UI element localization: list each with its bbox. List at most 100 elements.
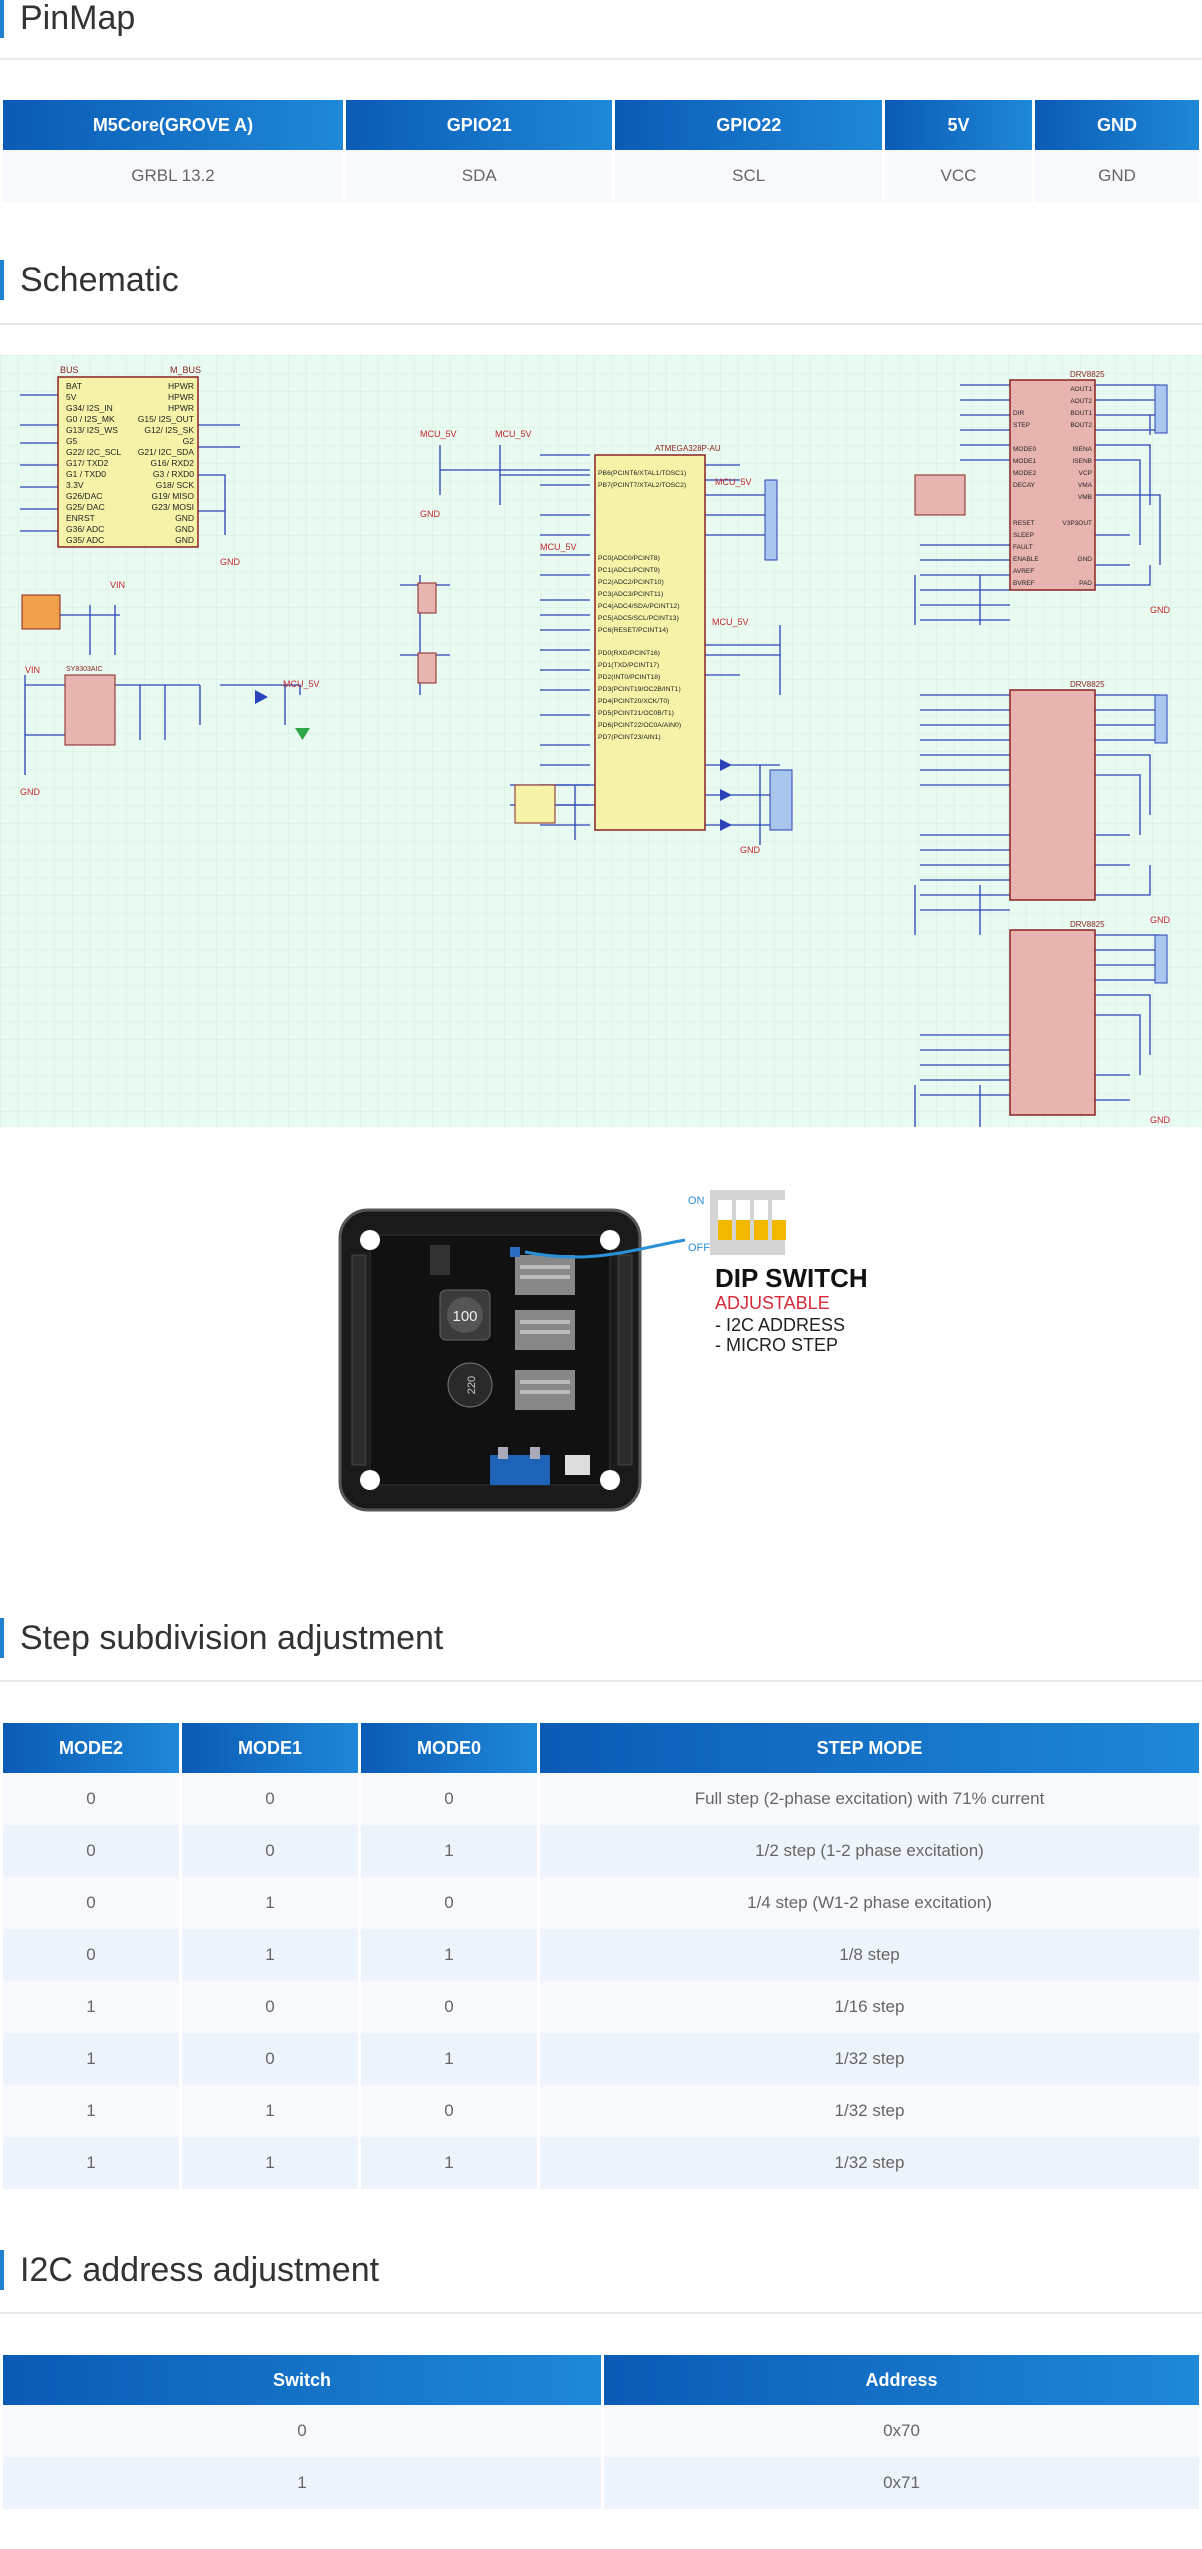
mcu-pin: PC4(ADC4/SDA/PCINT12) (598, 603, 680, 610)
dip-feature-item: - I2C ADDRESS (715, 1315, 846, 1335)
driver-pin-right: ISENA (1072, 446, 1092, 453)
pinmap-header-row: M5Core(GROVE A) GPIO21 GPIO22 5V GND (3, 100, 1199, 150)
driver-chip-label: DRV8825 (1070, 920, 1105, 929)
step-header-cell: MODE1 (182, 1723, 358, 1773)
bus-pin-left: G13/ I2S_WS (66, 425, 118, 435)
mcu-pin: PB7(PCINT7/XTAL2/TOSC2) (598, 482, 686, 489)
driver-pin-right: AOUT2 (1070, 398, 1092, 405)
inductor-label: 100 (452, 1308, 477, 1325)
mcu-pin: PC6(RESET/PCINT14) (598, 627, 668, 634)
table-cell: 1/8 step (540, 1929, 1199, 1981)
table-cell: 1 (182, 2137, 358, 2189)
mcu-chip-label: ATMEGA328P-AU (655, 444, 721, 453)
dip-feature-item: - MICRO STEP (715, 1335, 839, 1355)
mcu-pin: PD7(PCINT23/AIN1) (598, 734, 661, 741)
header-connector (769, 769, 793, 831)
bus-pin-right: G23/ MOSI (151, 502, 194, 512)
mcu-pin: PB6(PCINT6/XTAL1/TOSC1) (598, 470, 686, 477)
mcu-pin: PD1(TXD/PCINT17) (598, 662, 659, 669)
pinmap-header-cell: GPIO22 (615, 100, 882, 150)
table-cell: 1 (3, 2033, 179, 2085)
table-cell: 1 (182, 2085, 358, 2137)
gnd-label: GND (1150, 1115, 1171, 1125)
power-chip (64, 674, 116, 746)
table-cell: 0 (3, 2405, 601, 2457)
table-cell: 0 (3, 1773, 179, 1825)
mbus-label: M_BUS (170, 365, 201, 375)
bus-pin-left: G1 / TXD0 (66, 469, 106, 479)
motor-connector (1154, 934, 1168, 984)
driver-pin-right: BOUT1 (1070, 410, 1092, 417)
bus-pin-left: G0 / I2S_MK (66, 414, 115, 424)
mcu-pin: PC1(ADC1/PCINT9) (598, 567, 660, 574)
table-cell: 1 (182, 1929, 358, 1981)
driver-pin-right: VMA (1078, 482, 1093, 489)
table-cell: 0x71 (604, 2457, 1199, 2509)
dip-switch-symbol (914, 474, 966, 516)
mcu5v-label: MCU_5V (283, 679, 320, 689)
bus-pin-right: G16/ RXD2 (151, 458, 195, 468)
driver-pin-right: BOUT2 (1070, 422, 1092, 429)
diode-icon (720, 819, 732, 831)
driver-pin: SLEEP (1013, 532, 1034, 539)
driver-pin: RESET (1013, 520, 1035, 527)
driver-chip-label: DRV8825 (1070, 680, 1105, 689)
bus-pin-right: G19/ MISO (151, 491, 194, 501)
i2c-header-cell: Address (604, 2355, 1199, 2405)
driver-chip-label: DRV8825 (1070, 370, 1105, 379)
bus-pin-right: GND (175, 524, 194, 534)
transistor (417, 652, 437, 684)
driver-pin: STEP (1013, 422, 1030, 429)
table-row: GRBL 13.2 SDA SCL VCC GND (3, 150, 1199, 202)
schematic-title: Schematic (0, 260, 179, 300)
table-cell: 1/32 step (540, 2137, 1199, 2189)
driver-pin-right: ISENB (1072, 458, 1092, 465)
gnd-label: GND (420, 509, 441, 519)
bus-pin-right: GND (175, 513, 194, 523)
table-cell: 0 (3, 1877, 179, 1929)
mcu5v-label: MCU_5V (712, 617, 749, 627)
transistor (417, 582, 437, 614)
mcu-chip (594, 454, 706, 831)
mcu5v-label: MCU_5V (495, 429, 532, 439)
table-cell: 1 (361, 1825, 537, 1877)
table-cell: 0x70 (604, 2405, 1199, 2457)
bus-pin-left: G25/ DAC (66, 502, 105, 512)
table-cell: 1 (361, 1929, 537, 1981)
mcu-pin: PD0(RXD/PCINT16) (598, 650, 660, 657)
bus-pin-right: HPWR (168, 403, 194, 413)
power-chip-label: SY8303AIC (66, 666, 103, 673)
table-cell: 1/2 step (1-2 phase excitation) (540, 1825, 1199, 1877)
table-cell: 0 (361, 1981, 537, 2033)
gnd-label: GND (1150, 915, 1171, 925)
step-title: Step subdivision adjustment (0, 1618, 443, 1658)
bus-pin-left: G22/ I2C_SCL (66, 447, 122, 457)
io-expander-chip (514, 784, 556, 824)
i2c-title: I2C address adjustment (0, 2250, 379, 2290)
driver-pin-right: V3P3OUT (1062, 520, 1092, 527)
table-cell: 0 (361, 1877, 537, 1929)
mcu-pin: PC3(ADC3/PCINT11) (598, 591, 663, 598)
capacitor-label: 220 (466, 1376, 478, 1394)
table-cell: 1 (3, 2085, 179, 2137)
driver-pin: MODE0 (1013, 446, 1037, 453)
bus-pin-left: 5V (66, 392, 77, 402)
driver-pin-right: GND (1078, 556, 1093, 563)
pinmap-header-cell: 5V (884, 100, 1033, 150)
table-cell: SDA (346, 150, 613, 202)
mcu5v-label: MCU_5V (540, 542, 577, 552)
bus-pin-right: G12/ I2S_SK (144, 425, 194, 435)
motor-connector (1154, 694, 1168, 744)
table-cell: 1 (361, 2033, 537, 2085)
bus-pin-left: G35/ ADC (66, 535, 104, 545)
driver-pin: BVREF (1013, 580, 1035, 587)
driver-pin-right: VCP (1079, 470, 1092, 477)
bus-pin-left: G17/ TXD2 (66, 458, 109, 468)
led-icon (295, 728, 310, 740)
